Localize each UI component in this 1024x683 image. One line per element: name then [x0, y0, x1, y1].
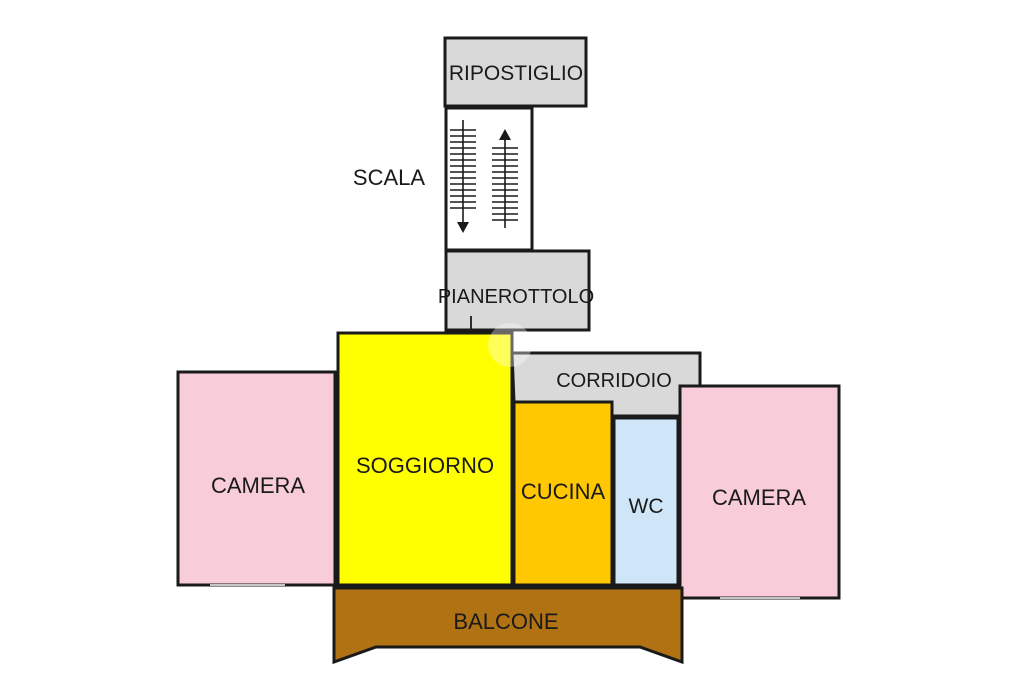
camera-right-label: CAMERA: [712, 485, 806, 510]
wc-room: [612, 416, 680, 587]
stair-up-arrow: [492, 129, 518, 228]
camera-right-room: [678, 384, 841, 600]
corridoio-label: CORRIDOIO: [556, 370, 672, 392]
soggiorno-label: SOGGIORNO: [356, 453, 494, 478]
stair-down-arrow: [450, 120, 476, 233]
wc-label: WC: [629, 495, 664, 518]
cucina-room: [512, 400, 614, 587]
balcone-room: [332, 586, 684, 665]
camera-left-label: CAMERA: [211, 473, 305, 498]
cucina-label: CUCINA: [521, 479, 606, 504]
ripostiglio-room: [443, 36, 588, 108]
camera-left-room: [176, 370, 337, 587]
pianerottolo-room: [444, 249, 591, 332]
watermark-mark: [488, 323, 532, 367]
soggiorno-room: [336, 331, 514, 587]
ripostiglio-label: RIPOSTIGLIO: [449, 62, 583, 85]
pianerottolo-label: PIANEROTTOLO: [438, 286, 594, 308]
scala-label: SCALA: [353, 165, 425, 190]
balcone-label: BALCONE: [453, 609, 558, 634]
